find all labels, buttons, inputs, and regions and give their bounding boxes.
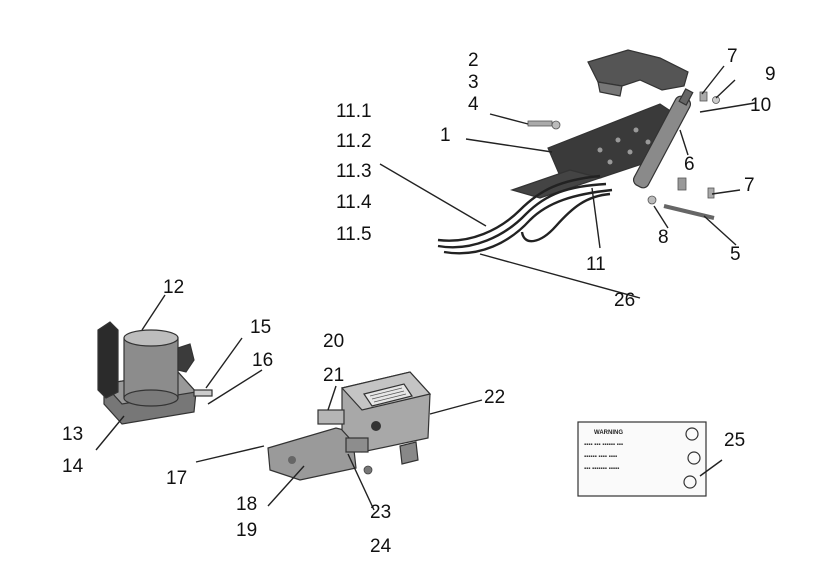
callout-1: 1: [440, 125, 451, 146]
callout-6: 6: [684, 154, 695, 175]
callout-23: 23: [370, 502, 391, 523]
callout-11-2: 11.2: [336, 131, 372, 152]
callout-5: 5: [730, 244, 741, 265]
leader-lines: [95, 65, 756, 511]
callout-3: 3: [468, 72, 479, 93]
callout-4: 4: [468, 94, 479, 115]
pin-7-upper: [699, 91, 708, 102]
callout-19: 19: [236, 520, 257, 541]
callout-17: 17: [166, 468, 187, 489]
bracket-assembly: [437, 49, 720, 255]
callout-8: 8: [658, 227, 669, 248]
callout-11-4: 11.4: [336, 192, 372, 213]
callout-10: 10: [750, 95, 771, 116]
callout-25: 25: [724, 430, 745, 451]
callout-7-lower: 7: [744, 175, 755, 196]
callout-9: 9: [765, 64, 776, 85]
callout-11-1: 11.1: [336, 101, 372, 122]
callout-26: 26: [614, 290, 635, 311]
callout-21: 21: [323, 365, 344, 386]
warning-label-line-1: ▪▪▪▪ ▪▪▪ ▪▪▪▪▪▪ ▪▪▪: [584, 442, 623, 448]
callout-11: 11: [586, 254, 606, 275]
callout-7-upper: 7: [727, 46, 738, 67]
bolt-4: [527, 120, 553, 127]
callout-24: 24: [370, 536, 392, 557]
control-box-assembly: [267, 371, 432, 481]
warning-label-line-3: ▪▪▪ ▪▪▪▪▪▪▪ ▪▪▪▪▪: [584, 466, 619, 472]
callout-2: 2: [468, 50, 479, 71]
warning-label-heading: WARNING: [594, 430, 623, 436]
callout-14: 14: [62, 456, 84, 477]
callout-12: 12: [163, 277, 184, 298]
warning-pictogram-icon: [683, 427, 701, 489]
pump-motor-assembly: [97, 321, 213, 425]
callout-16: 16: [252, 350, 273, 371]
callout-11-3: 11.3: [336, 161, 372, 182]
callout-15: 15: [250, 317, 271, 338]
warning-label-line-2: ▪▪▪▪▪▪ ▪▪▪▪ ▪▪▪▪: [584, 454, 617, 460]
callout-11-5: 11.5: [336, 224, 372, 245]
callout-20: 20: [323, 331, 344, 352]
nut-4: [551, 120, 561, 130]
cable-harness: [437, 174, 613, 255]
callout-22: 22: [484, 387, 505, 408]
pin-7: [707, 187, 715, 199]
callout-18: 18: [236, 494, 257, 515]
actuator-cylinder: [632, 88, 694, 189]
washer-9: [712, 96, 720, 104]
pin-6: [677, 177, 687, 191]
callout-13: 13: [62, 424, 83, 445]
bolt-5: [663, 204, 715, 220]
washer-8: [647, 195, 657, 205]
warning-label-card: WARNING ▪▪▪▪ ▪▪▪ ▪▪▪▪▪▪ ▪▪▪ ▪▪▪▪▪▪ ▪▪▪▪ …: [577, 421, 707, 497]
callout-labels: 1 2 3 4 5 6 7 7 8 9 10 11 11.1 11.2 11.3…: [62, 46, 776, 557]
